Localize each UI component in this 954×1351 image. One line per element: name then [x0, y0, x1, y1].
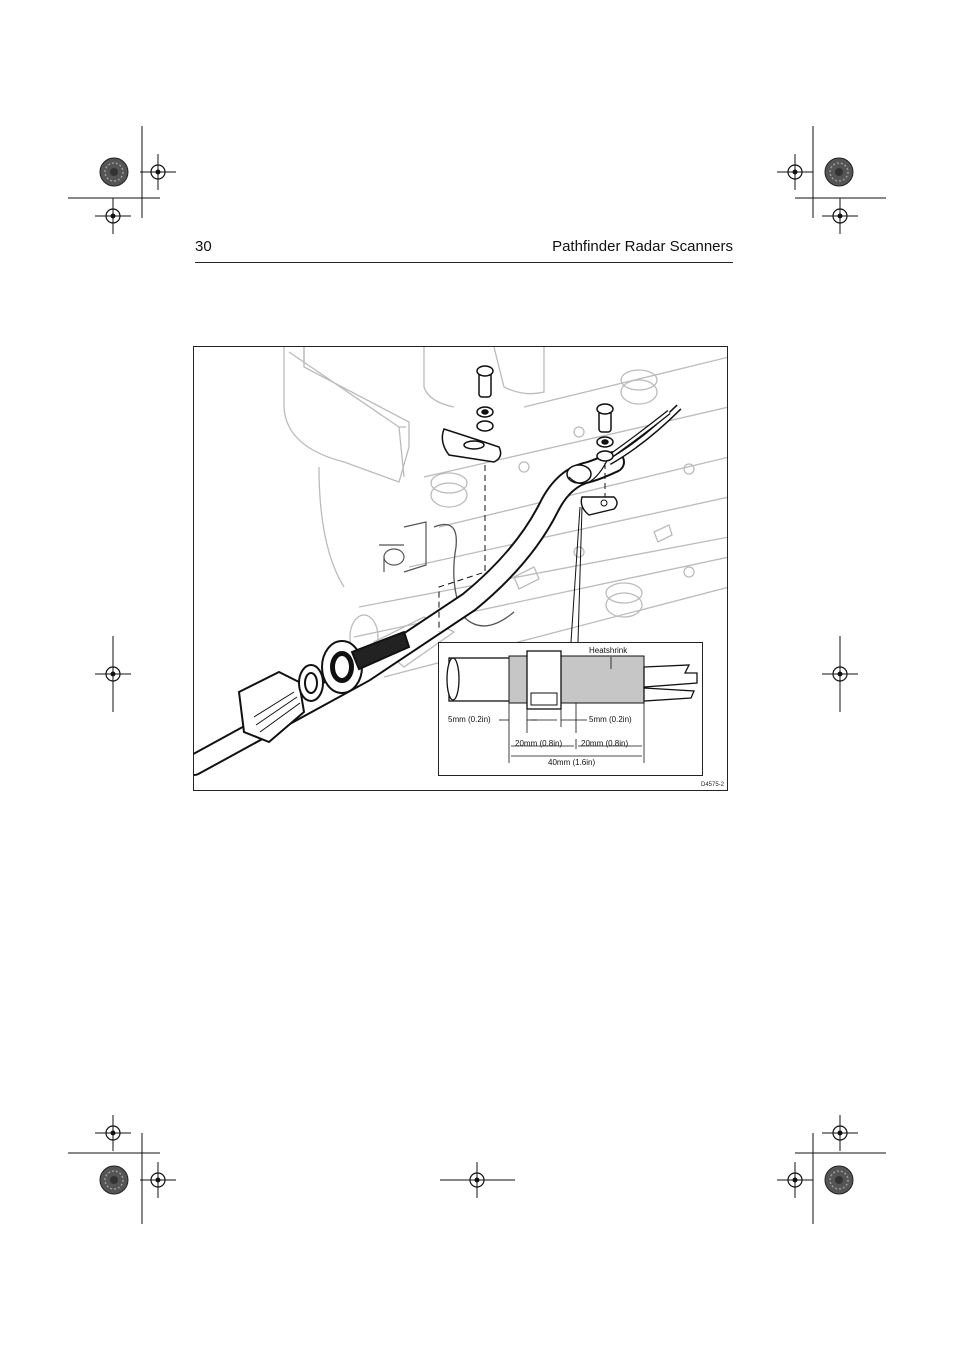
cable-installation-figure: Heatshrink 5mm (0.2in) 5mm (0.2in) 20mm … — [193, 346, 728, 791]
running-title: Pathfinder Radar Scanners — [552, 238, 733, 255]
page-number: 30 — [195, 238, 212, 255]
radar-cable-illustration — [194, 347, 727, 776]
dimension-5mm-right: 5mm (0.2in) — [589, 715, 632, 724]
heatshrink-detail-inset: Heatshrink 5mm (0.2in) 5mm (0.2in) 20mm … — [438, 642, 703, 776]
dimension-5mm-left: 5mm (0.2in) — [448, 715, 491, 724]
dimension-20mm-right: 20mm (0.8in) — [581, 739, 629, 748]
figure-code: D4575-2 — [700, 782, 724, 788]
color-wheel-mark-bottom-left — [99, 1165, 129, 1195]
color-wheel-mark-top-right — [824, 157, 854, 187]
color-wheel-mark-bottom-right — [824, 1165, 854, 1195]
running-header: 30 Pathfinder Radar Scanners — [195, 238, 733, 263]
dimension-40mm-total: 40mm (1.6in) — [548, 758, 596, 767]
heatshrink-dimension-drawing — [446, 650, 698, 763]
color-wheel-mark-top-left — [99, 157, 129, 187]
heatshrink-label: Heatshrink — [589, 646, 628, 655]
dimension-20mm-left: 20mm (0.8in) — [515, 739, 563, 748]
